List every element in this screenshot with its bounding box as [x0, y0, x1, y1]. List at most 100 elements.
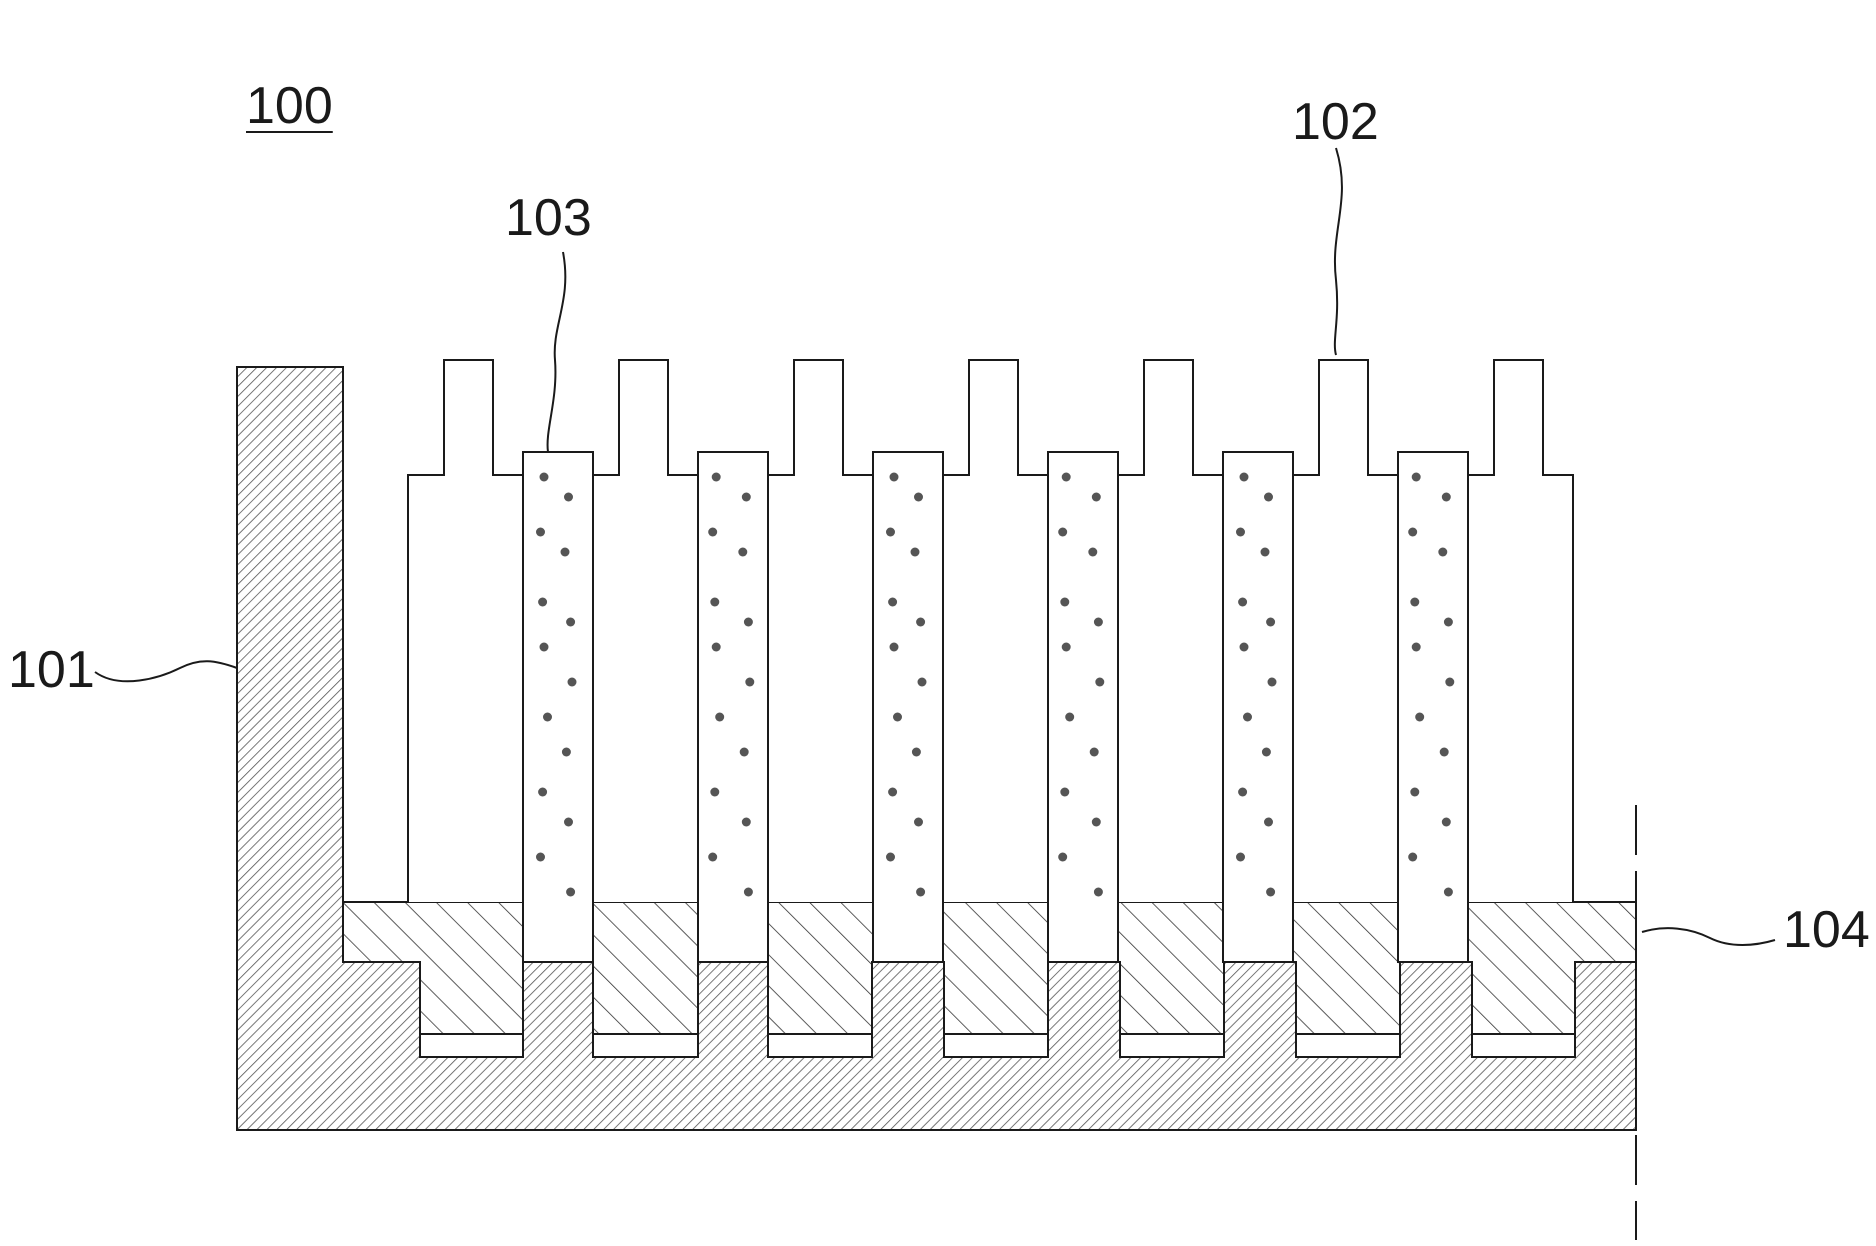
spacer-particle [1440, 748, 1449, 757]
spacer-particle [890, 473, 899, 482]
spacer-particle [1088, 548, 1097, 557]
spacer-particle [914, 818, 923, 827]
spacer-particle [1094, 888, 1103, 897]
spacer-particle [914, 493, 923, 502]
spacer-body [698, 452, 768, 962]
spacer-particle [1264, 493, 1273, 502]
spacer-particle [1092, 493, 1101, 502]
spacer-particle [1058, 853, 1067, 862]
spacer-particle [568, 678, 577, 687]
spacer-particle [1442, 493, 1451, 502]
spacer-particle [1410, 788, 1419, 797]
spacer-particle [1410, 598, 1419, 607]
spacer-particle [538, 788, 547, 797]
spacer-body [1048, 452, 1118, 962]
spacer-particle [740, 748, 749, 757]
spacer-particle [1236, 528, 1245, 537]
spacer-particle [712, 473, 721, 482]
spacer-103 [873, 452, 943, 962]
cell-102 [1283, 360, 1398, 902]
spacer-particle [1445, 678, 1454, 687]
spacer-particle [738, 548, 747, 557]
spacer-particle [562, 748, 571, 757]
spacer-particle [1264, 818, 1273, 827]
cell-102 [933, 360, 1048, 902]
spacer-particle [1243, 713, 1252, 722]
spacer-particle [916, 888, 925, 897]
spacer-particle [916, 618, 925, 627]
spacer-particle [715, 713, 724, 722]
spacer-particle [1095, 678, 1104, 687]
spacer-particle [1240, 643, 1249, 652]
spacer-particle [1266, 618, 1275, 627]
spacer-particle [543, 713, 552, 722]
spacer-particle [1262, 748, 1271, 757]
spacer-particle [1412, 643, 1421, 652]
spacer-particle [536, 528, 545, 537]
label-base-104: 104 [1783, 904, 1870, 956]
spacer-particle [712, 643, 721, 652]
spacer-particle [886, 528, 895, 537]
spacer-particle [911, 548, 920, 557]
spacer-particle [566, 888, 575, 897]
spacer-particle [540, 643, 549, 652]
spacer-body [873, 452, 943, 962]
cell-102 [408, 360, 523, 902]
spacer-particle [1058, 528, 1067, 537]
spacer-103 [523, 452, 593, 962]
spacer-particle [564, 818, 573, 827]
spacer-particle [742, 818, 751, 827]
spacer-103 [1048, 452, 1118, 962]
spacer-particle [1266, 888, 1275, 897]
spacer-particle [1094, 618, 1103, 627]
spacer-particle [1415, 713, 1424, 722]
spacer-particle [918, 678, 927, 687]
spacer-body [1398, 452, 1468, 962]
spacer-body [1223, 452, 1293, 962]
spacer-particle [1238, 788, 1247, 797]
spacer-particle [742, 493, 751, 502]
spacer-particle [1438, 548, 1447, 557]
spacer-particle [745, 678, 754, 687]
label-cell-102: 102 [1292, 96, 1379, 148]
spacer-particle [888, 598, 897, 607]
spacer-particle [1236, 853, 1245, 862]
spacer-particle [1092, 818, 1101, 827]
spacer-body [523, 452, 593, 962]
spacer-particle [744, 618, 753, 627]
spacer-particle [1442, 818, 1451, 827]
spacer-particle [912, 748, 921, 757]
spacer-particle [1062, 473, 1071, 482]
leader-103 [548, 252, 566, 452]
cell-102 [758, 360, 873, 902]
spacer-particle [710, 598, 719, 607]
label-assembly-100: 100 [246, 80, 333, 132]
spacer-particle [1261, 548, 1270, 557]
spacer-particle [744, 888, 753, 897]
spacer-particle [1090, 748, 1099, 757]
spacer-103 [1398, 452, 1468, 962]
cell-102 [583, 360, 698, 902]
spacer-103 [1223, 452, 1293, 962]
spacer-particle [540, 473, 549, 482]
spacer-particle [888, 788, 897, 797]
spacer-particle [1240, 473, 1249, 482]
label-spacer-103: 103 [505, 192, 592, 244]
spacer-particle [1238, 598, 1247, 607]
spacer-particle [1444, 618, 1453, 627]
spacer-particle [564, 493, 573, 502]
spacer-particle [1060, 598, 1069, 607]
spacer-particle [1062, 643, 1071, 652]
spacer-particle [708, 853, 717, 862]
spacer-particle [1408, 528, 1417, 537]
spacer-particle [708, 528, 717, 537]
leader-101 [95, 661, 237, 681]
spacer-particle [561, 548, 570, 557]
spacer-particle [1268, 678, 1277, 687]
spacer-particle [538, 598, 547, 607]
label-housing-101: 101 [8, 644, 95, 696]
spacer-particle [893, 713, 902, 722]
leader-102 [1335, 148, 1342, 355]
